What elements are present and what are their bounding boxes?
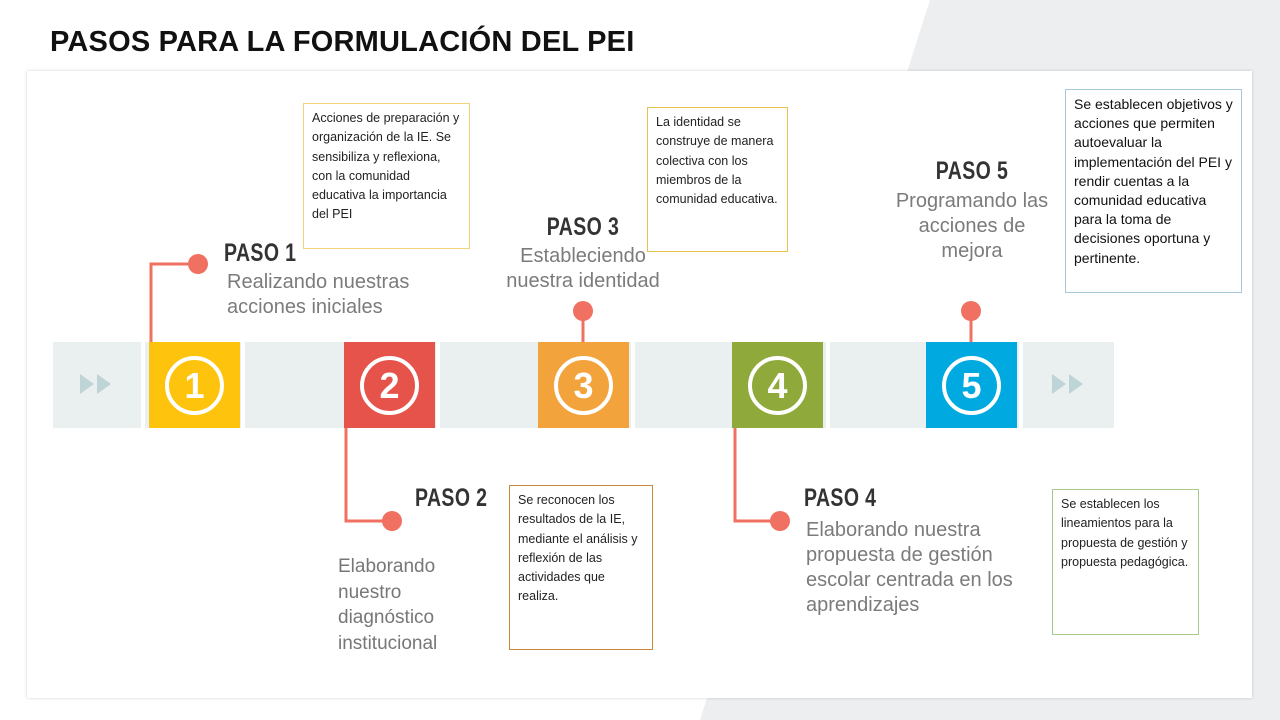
- track-divider: [436, 342, 440, 428]
- step-1-label: PASO 1: [224, 239, 297, 267]
- connector-dot: [382, 511, 402, 531]
- step-5-number: 5: [942, 356, 1001, 415]
- step-1-description: Realizando nuestras acciones iniciales: [227, 271, 410, 318]
- connector-step-1: [149, 262, 198, 342]
- step-3-description: Estableciendo nuestra identidad: [506, 245, 660, 292]
- track-divider: [1019, 342, 1023, 428]
- connector-dot: [573, 301, 593, 321]
- step-2-label: PASO 2: [415, 484, 488, 512]
- connector-dot: [188, 254, 208, 274]
- step-3-number: 3: [554, 356, 613, 415]
- step-4-number: 4: [748, 356, 807, 415]
- step-1-box: 1: [149, 342, 240, 428]
- step-5-box: 5: [926, 342, 1017, 428]
- page-title: PASOS PARA LA FORMULACIÓN DEL PEI: [50, 26, 635, 58]
- step-4-box: 4: [732, 342, 823, 428]
- connector-dot: [961, 301, 981, 321]
- step-5-note: Se establecen objetivos y acciones que p…: [1065, 89, 1242, 293]
- connector-step-2: [344, 428, 392, 523]
- track-divider: [141, 342, 145, 428]
- step-2-number: 2: [360, 356, 419, 415]
- step-2-description: Elaborando nuestro diagnóstico instituci…: [338, 556, 438, 654]
- fast-forward-icon: [1052, 374, 1083, 394]
- fast-forward-icon: [80, 374, 111, 394]
- step-1-note: Acciones de preparación y organización d…: [303, 103, 470, 249]
- step-2-box: 2: [344, 342, 435, 428]
- connector-dot: [770, 511, 790, 531]
- connector-step-4: [733, 428, 780, 523]
- step-5-label: PASO 5: [935, 157, 1009, 185]
- track-divider: [241, 342, 245, 428]
- track-divider: [631, 342, 635, 428]
- step-3-note: La identidad se construye de manera cole…: [647, 107, 788, 252]
- step-4-description: Elaborando nuestra propuesta de gestión …: [806, 519, 1013, 616]
- step-2-note: Se reconocen los resultados de la IE, me…: [509, 485, 653, 650]
- step-4-note: Se establecen los lineamientos para la p…: [1052, 489, 1199, 635]
- track-divider: [826, 342, 830, 428]
- step-5-description: Programando las acciones de mejora: [895, 190, 1049, 262]
- step-3-label: PASO 3: [546, 213, 620, 241]
- step-1-number: 1: [165, 356, 224, 415]
- step-4-label: PASO 4: [804, 484, 877, 512]
- step-3-box: 3: [538, 342, 629, 428]
